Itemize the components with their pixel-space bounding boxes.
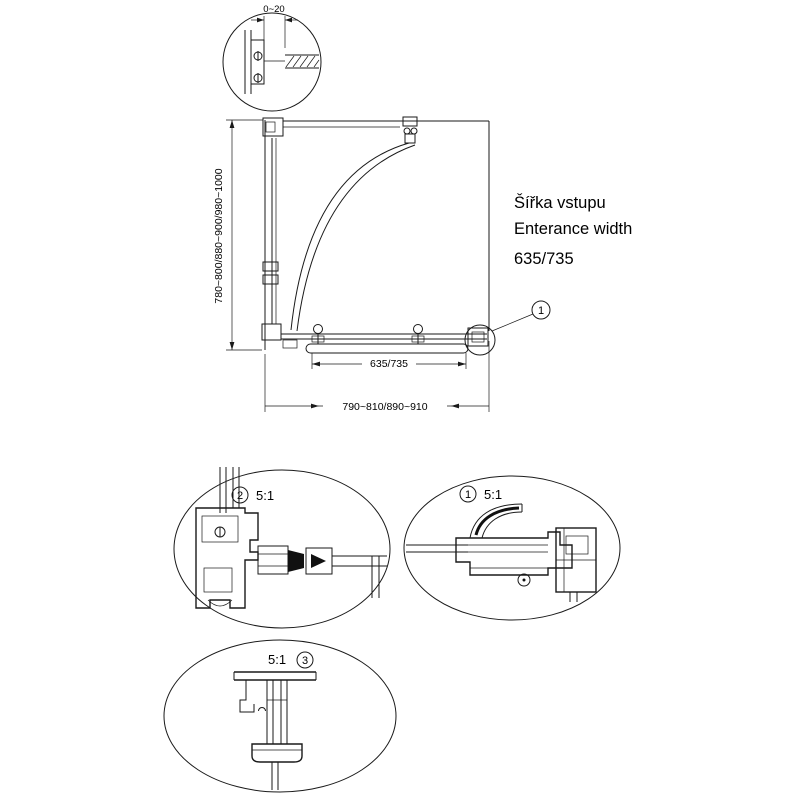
roller-icon bbox=[403, 127, 411, 135]
detail-1-label: 1 5:1 bbox=[459, 485, 502, 503]
wall-hatch bbox=[285, 54, 320, 69]
detail-1-bubble bbox=[403, 475, 621, 621]
bottom-rail-assembly bbox=[281, 324, 489, 354]
plan-view: 1 635/735 780~800/880~900/980~1000 bbox=[213, 116, 551, 413]
detail-3-view: 5:1 3 bbox=[163, 639, 397, 793]
entrance-label-cz: Šířka vstupu bbox=[514, 193, 606, 212]
detail-1-number: 1 bbox=[465, 489, 471, 501]
detail-1-scale: 5:1 bbox=[484, 487, 502, 502]
detail-bubble-circle bbox=[222, 12, 322, 112]
magnet-profile bbox=[311, 554, 326, 568]
sliding-door-panel bbox=[305, 343, 469, 354]
callout-circle bbox=[531, 300, 551, 320]
detail-1-view: 1 5:1 bbox=[403, 475, 621, 621]
width-dimension-label: 790~810/890~910 bbox=[342, 401, 427, 413]
detail-2-scale: 5:1 bbox=[256, 488, 274, 503]
bottom-right-block bbox=[467, 327, 489, 347]
detail-2-drawing bbox=[195, 467, 387, 609]
callout-circle bbox=[296, 651, 314, 669]
roller-icon bbox=[410, 127, 418, 135]
top-detail-view: 0~20 bbox=[222, 4, 322, 112]
detail-3-bubble bbox=[163, 639, 397, 793]
mid-wall-bracket bbox=[262, 261, 279, 272]
seal-profile bbox=[288, 550, 304, 572]
width-dimension: 790~810/890~910 bbox=[264, 341, 490, 413]
height-dimension-label: 780~800/880~900/980~1000 bbox=[213, 168, 225, 303]
detail-3-number: 3 bbox=[302, 655, 308, 667]
callout-circle bbox=[459, 485, 477, 503]
clip-icon bbox=[258, 707, 266, 712]
entrance-dimension: 635/735 bbox=[311, 353, 467, 370]
detail-2-label: 2 5:1 bbox=[231, 486, 274, 504]
wall-profile-section bbox=[244, 30, 285, 94]
adjustment-dimension-label: 0~20 bbox=[263, 4, 284, 15]
roller-icon bbox=[413, 324, 423, 334]
entrance-label-en: Enterance width bbox=[514, 220, 632, 238]
detail-1-callout: 1 bbox=[464, 300, 551, 356]
detail-2-number: 2 bbox=[237, 490, 243, 502]
left-wall-profile bbox=[261, 117, 284, 350]
callout-number: 1 bbox=[538, 305, 544, 317]
entrance-dimension-label: 635/735 bbox=[370, 358, 408, 370]
bottom-left-corner-block bbox=[261, 323, 282, 341]
top-roller-bracket bbox=[402, 116, 418, 127]
height-dimension: 780~800/880~900/980~1000 bbox=[213, 119, 263, 351]
entrance-label-block: Šířka vstupu Enterance width 635/735 bbox=[514, 193, 632, 268]
seal-profile bbox=[474, 506, 520, 536]
entrance-label-value: 635/735 bbox=[514, 250, 574, 268]
detail-3-drawing bbox=[233, 671, 317, 790]
roller-icon bbox=[313, 324, 323, 334]
curved-door-arc bbox=[290, 142, 416, 332]
detail-marker-circle bbox=[464, 324, 496, 356]
detail-2-bubble bbox=[173, 469, 391, 629]
adjustment-dimension: 0~20 bbox=[251, 4, 298, 48]
top-panel bbox=[283, 116, 489, 144]
callout-circle bbox=[231, 486, 249, 504]
detail-3-label: 5:1 3 bbox=[268, 651, 314, 669]
detail-2-view: 2 5:1 bbox=[173, 467, 391, 629]
detail-3-scale: 5:1 bbox=[268, 652, 286, 667]
pivot-pin-icon bbox=[517, 573, 531, 587]
detail-1-drawing bbox=[406, 503, 597, 602]
